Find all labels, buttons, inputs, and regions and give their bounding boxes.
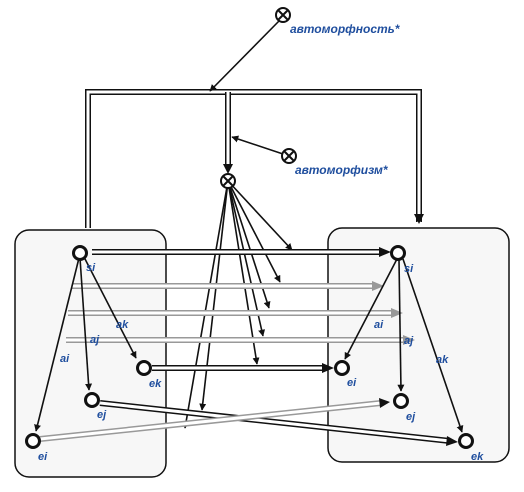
- right-label-ak: ak: [436, 354, 449, 366]
- left-node-ej: [84, 392, 100, 408]
- right-structure-panel: [327, 227, 510, 463]
- right-node-si: [390, 245, 406, 261]
- right-label-ek: ek: [471, 451, 484, 463]
- left-label-ej: ej: [97, 409, 107, 421]
- left-label-ek: ek: [149, 378, 162, 390]
- left-label-ai: ai: [60, 353, 70, 365]
- right-arcs: [344, 258, 464, 433]
- right-node-ej: [393, 393, 409, 409]
- right-node-ei: [334, 360, 350, 376]
- left-label-ei: ei: [38, 451, 48, 463]
- left-arcs: [34, 256, 137, 432]
- left-label-ak: ak: [116, 319, 129, 331]
- automorphicity-node: [275, 7, 291, 23]
- right-label-aj: aj: [404, 335, 414, 347]
- mapping-arrows: [39, 247, 458, 446]
- right-label-ej: ej: [406, 411, 416, 423]
- label-automorphicity: автоморфность*: [290, 22, 401, 36]
- right-label-ai: ai: [374, 319, 384, 331]
- left-node-si: [72, 245, 88, 261]
- left-node-ei: [25, 433, 41, 449]
- mapping-fan: [182, 180, 293, 429]
- left-node-ek: [136, 360, 152, 376]
- left-label-si: si: [86, 262, 96, 274]
- label-automorphism: автоморфизм*: [295, 163, 389, 177]
- left-label-aj: aj: [90, 334, 100, 346]
- right-node-ek: [458, 433, 474, 449]
- automorphism-node: [281, 148, 297, 164]
- left-structure-panel: [14, 229, 167, 478]
- top-bracket-frame: [85, 89, 424, 228]
- right-label-si: si: [404, 263, 414, 275]
- center-vertical-arrow: [223, 92, 233, 174]
- right-label-ei: ei: [347, 377, 357, 389]
- mapping-node: [220, 173, 236, 189]
- automorphicity-arrow: [209, 20, 280, 92]
- automorphism-arrow: [231, 135, 284, 155]
